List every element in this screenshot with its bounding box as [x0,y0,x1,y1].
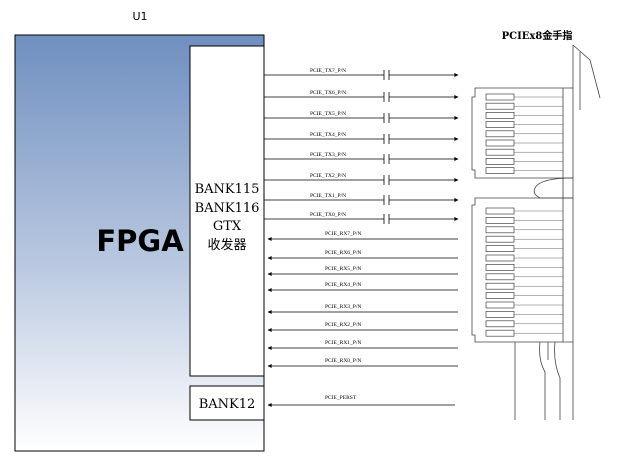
rx-signal-label: PCIE_RX0_P/N [325,358,361,364]
component-ref-label: U1 [132,10,147,23]
finger-pad [485,329,515,337]
finger-pad [485,139,515,147]
transceiver-label-line4: 收发器 [207,237,246,253]
transceiver-label-line1: BANK115 [195,182,260,197]
finger-pad [485,217,515,224]
finger-pad [485,245,515,252]
finger-pads [485,93,563,337]
transceiver-label-line3: GTX [213,219,242,234]
finger-pad [485,93,515,101]
tx-signal-label: PCIE_TX3_P/N [310,152,346,158]
bank12-box [189,385,265,421]
rx-signal-label: PCIE_RX5_P/N [325,266,361,272]
finger-pad [485,167,515,174]
rx-signal-label: PCIE_RX4_P/N [325,282,361,288]
finger-pad [485,311,515,318]
finger-pad [485,102,515,110]
finger-pad [485,226,515,234]
rx-signal-label: PCIE_RX6_P/N [325,250,361,256]
finger-pad [485,235,515,243]
finger-pad [485,207,515,215]
gold-finger-connector [471,44,601,420]
bank12-label: BANK12 [199,397,256,412]
finger-pad [485,264,515,271]
rx-signal-label: PCIE_RX3_P/N [325,304,361,310]
finger-pad [485,148,515,156]
transceiver-label-line2: BANK116 [195,201,260,216]
rx-signal-label: PCIE_RX7_P/N [325,231,361,237]
finger-pad [485,282,515,290]
tx-signal-label: PCIE_TX4_P/N [310,132,346,138]
tx-signal-label: PCIE_TX5_P/N [310,111,346,117]
connector-title: PCIEx8金手指 [502,29,573,42]
tx-signal-label: PCIE_TX6_P/N [310,90,346,96]
tx-signal-label: PCIE_TX2_P/N [310,173,346,179]
finger-pad [485,121,515,128]
finger-pad [485,254,515,262]
finger-pad [485,320,515,328]
tx-signal-label: PCIE_TX1_P/N [310,193,346,199]
reset-signal-label: PCIE_PERST [325,395,357,401]
finger-pad [485,112,515,119]
finger-pad [485,158,515,165]
finger-pad [485,273,515,281]
rx-signal-label: PCIE_RX2_P/N [325,322,361,328]
finger-pad [485,130,515,138]
fpga-label: FPGA [96,224,184,258]
rx-signal-label: PCIE_RX1_P/N [325,340,361,346]
finger-pad [485,301,515,309]
tx-signal-label: PCIE_TX7_P/N [310,68,346,74]
signal-lines: PCIE_TX7_P/N PCIE_TX6_P/N PCIE_TX5_P/N PCIE… [264,68,459,407]
finger-pad [485,292,515,299]
tx-signal-label: PCIE_TX0_P/N [310,212,346,218]
transceiver-box [189,45,265,377]
